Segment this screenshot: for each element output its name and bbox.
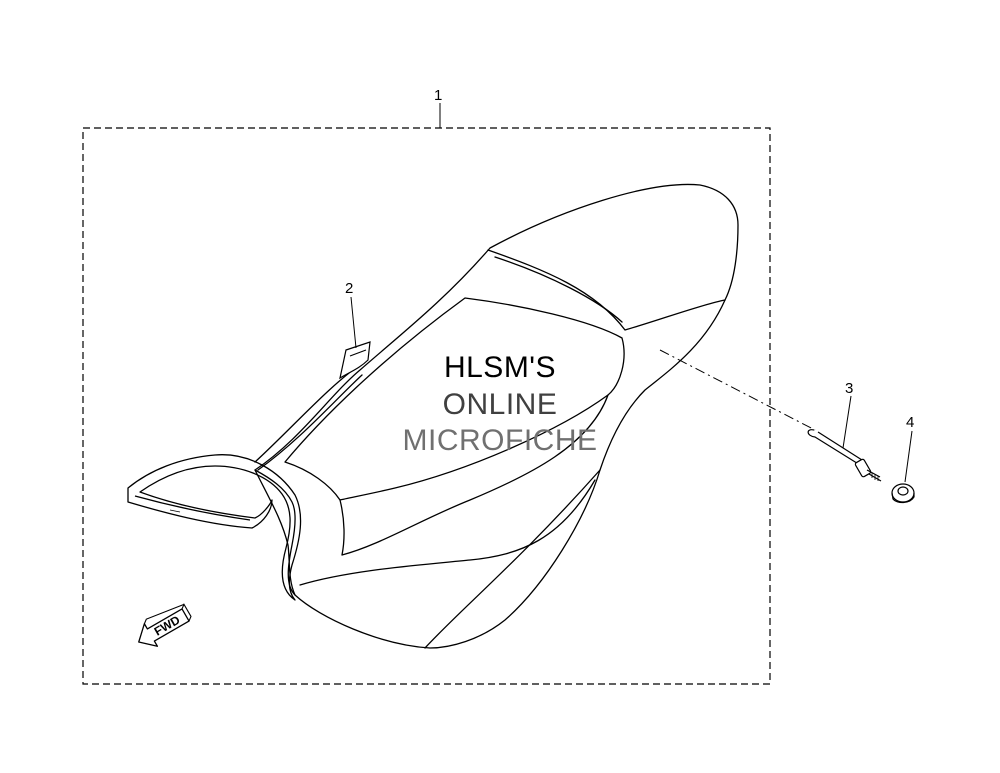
seat-skirt-inner — [424, 469, 601, 649]
strap-outer — [127, 454, 302, 601]
rider-seat-side-seam — [339, 394, 609, 556]
nut — [891, 483, 915, 504]
watermark-line-2: ONLINE — [442, 388, 558, 421]
hook-bolt — [807, 429, 882, 482]
strap-stitch — [169, 509, 181, 513]
fwd-arrow: FWD — [138, 603, 192, 647]
leader-line-2 — [350, 296, 357, 349]
seat-front-tongue — [254, 469, 296, 596]
seat-skirt-line — [299, 479, 596, 586]
callout-2: 2 — [345, 280, 353, 297]
callout-4: 4 — [906, 414, 914, 431]
seat-front-edge — [257, 374, 363, 471]
leader-line-4 — [904, 430, 913, 483]
leader-line-3 — [842, 395, 852, 449]
assembly-boundary — [82, 127, 771, 685]
pillion-pad-top — [487, 249, 726, 331]
watermark-line-3: MICROFICHE — [402, 424, 598, 457]
rider-seat-top — [284, 297, 625, 501]
pillion-pad-seam — [494, 256, 623, 323]
watermark-line-1: HLSM'S — [443, 351, 557, 384]
installation-axis — [659, 349, 816, 431]
callout-3: 3 — [845, 380, 853, 397]
fwd-arrow-shape — [138, 608, 190, 647]
front-strap — [127, 454, 302, 601]
seat — [254, 183, 739, 649]
callout-1: 1 — [434, 87, 442, 104]
strap-inner — [134, 495, 251, 521]
label-plate — [339, 341, 371, 380]
seat-outline — [254, 183, 739, 649]
